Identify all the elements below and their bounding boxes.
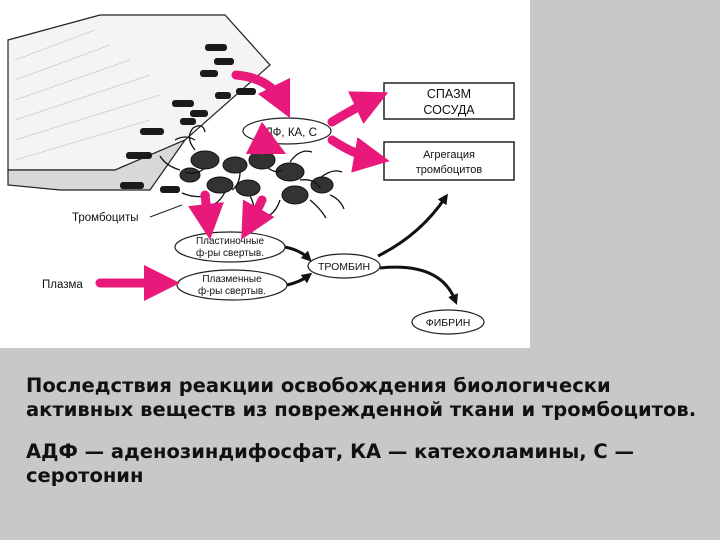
platelet-cluster [159, 125, 345, 219]
arrow-thrombin-to-fibrin [379, 265, 458, 305]
arrow-cluster-to-platelet-factors-2 [241, 195, 275, 240]
arrow-cluster-to-platelet-factors [188, 190, 224, 240]
arrow-platelet-factors-to-thrombin [284, 245, 312, 262]
arrow-thrombin-to-aggregation [377, 193, 448, 258]
platelets-label: Тромбоциты [72, 212, 138, 224]
caption-paragraph-1: Последствия реакции освобождения биологи… [26, 374, 697, 421]
damaged-tissue-block [7, 14, 271, 191]
vessel-spasm-box: СПАЗМ СОСУДА [383, 82, 515, 120]
mediators-label: АДФ, КА, С [257, 127, 317, 139]
background-gray-bottom [0, 348, 720, 540]
background-gray-right [530, 0, 720, 348]
platelets-pointer-line [149, 204, 183, 218]
arrow-platelets-to-mediators [245, 121, 287, 155]
fibrin-node: ФИБРИН [411, 309, 485, 335]
caption: Последствия реакции освобождения биологи… [26, 374, 706, 488]
fibrin-label: ФИБРИН [426, 317, 471, 329]
tissue-granules [120, 44, 256, 193]
plasma-factors-line1: Плазменные [202, 274, 262, 285]
pink-arrows [95, 70, 390, 301]
platelet-factors-node: Пластиночные ф-ры свертыв. [174, 231, 286, 263]
platelet-aggregation-line2: тромбоцитов [416, 164, 483, 176]
platelet-factors-line1: Пластиночные [196, 236, 265, 247]
vessel-spasm-line2: СОСУДА [423, 103, 475, 117]
black-arrows [284, 193, 458, 305]
thrombin-label: ТРОМБИН [318, 261, 370, 273]
caption-paragraph-2: АДФ — аденозиндифосфат, КА — катехоламин… [26, 440, 635, 487]
platelet-aggregation-line1: Агрегация [423, 149, 475, 161]
diagram-svg: АДФ, КА, С СПАЗМ СОСУДА Агрегация тромбо… [7, 14, 515, 335]
mediators-node: АДФ, КА, С [242, 117, 332, 145]
plasma-factors-node: Плазменные ф-ры свертыв. [176, 269, 288, 301]
arrow-tissue-to-spasm [231, 70, 291, 119]
plasma-label: Плазма [42, 279, 83, 291]
platelet-factors-line2: ф-ры свертыв. [196, 247, 264, 259]
plasma-factors-line2: ф-ры свертыв. [198, 285, 266, 297]
platelet-aggregation-box: Агрегация тромбоцитов [383, 141, 515, 181]
arrow-plasma-factors-to-thrombin [286, 272, 313, 287]
arrow-mediators-to-aggregation [327, 135, 390, 173]
vessel-spasm-line1: СПАЗМ [427, 87, 471, 101]
arrow-mediators-to-spasm [327, 91, 389, 127]
thrombin-node: ТРОМБИН [307, 253, 381, 279]
diagram-panel: АДФ, КА, С СПАЗМ СОСУДА Агрегация тромбо… [0, 0, 530, 348]
